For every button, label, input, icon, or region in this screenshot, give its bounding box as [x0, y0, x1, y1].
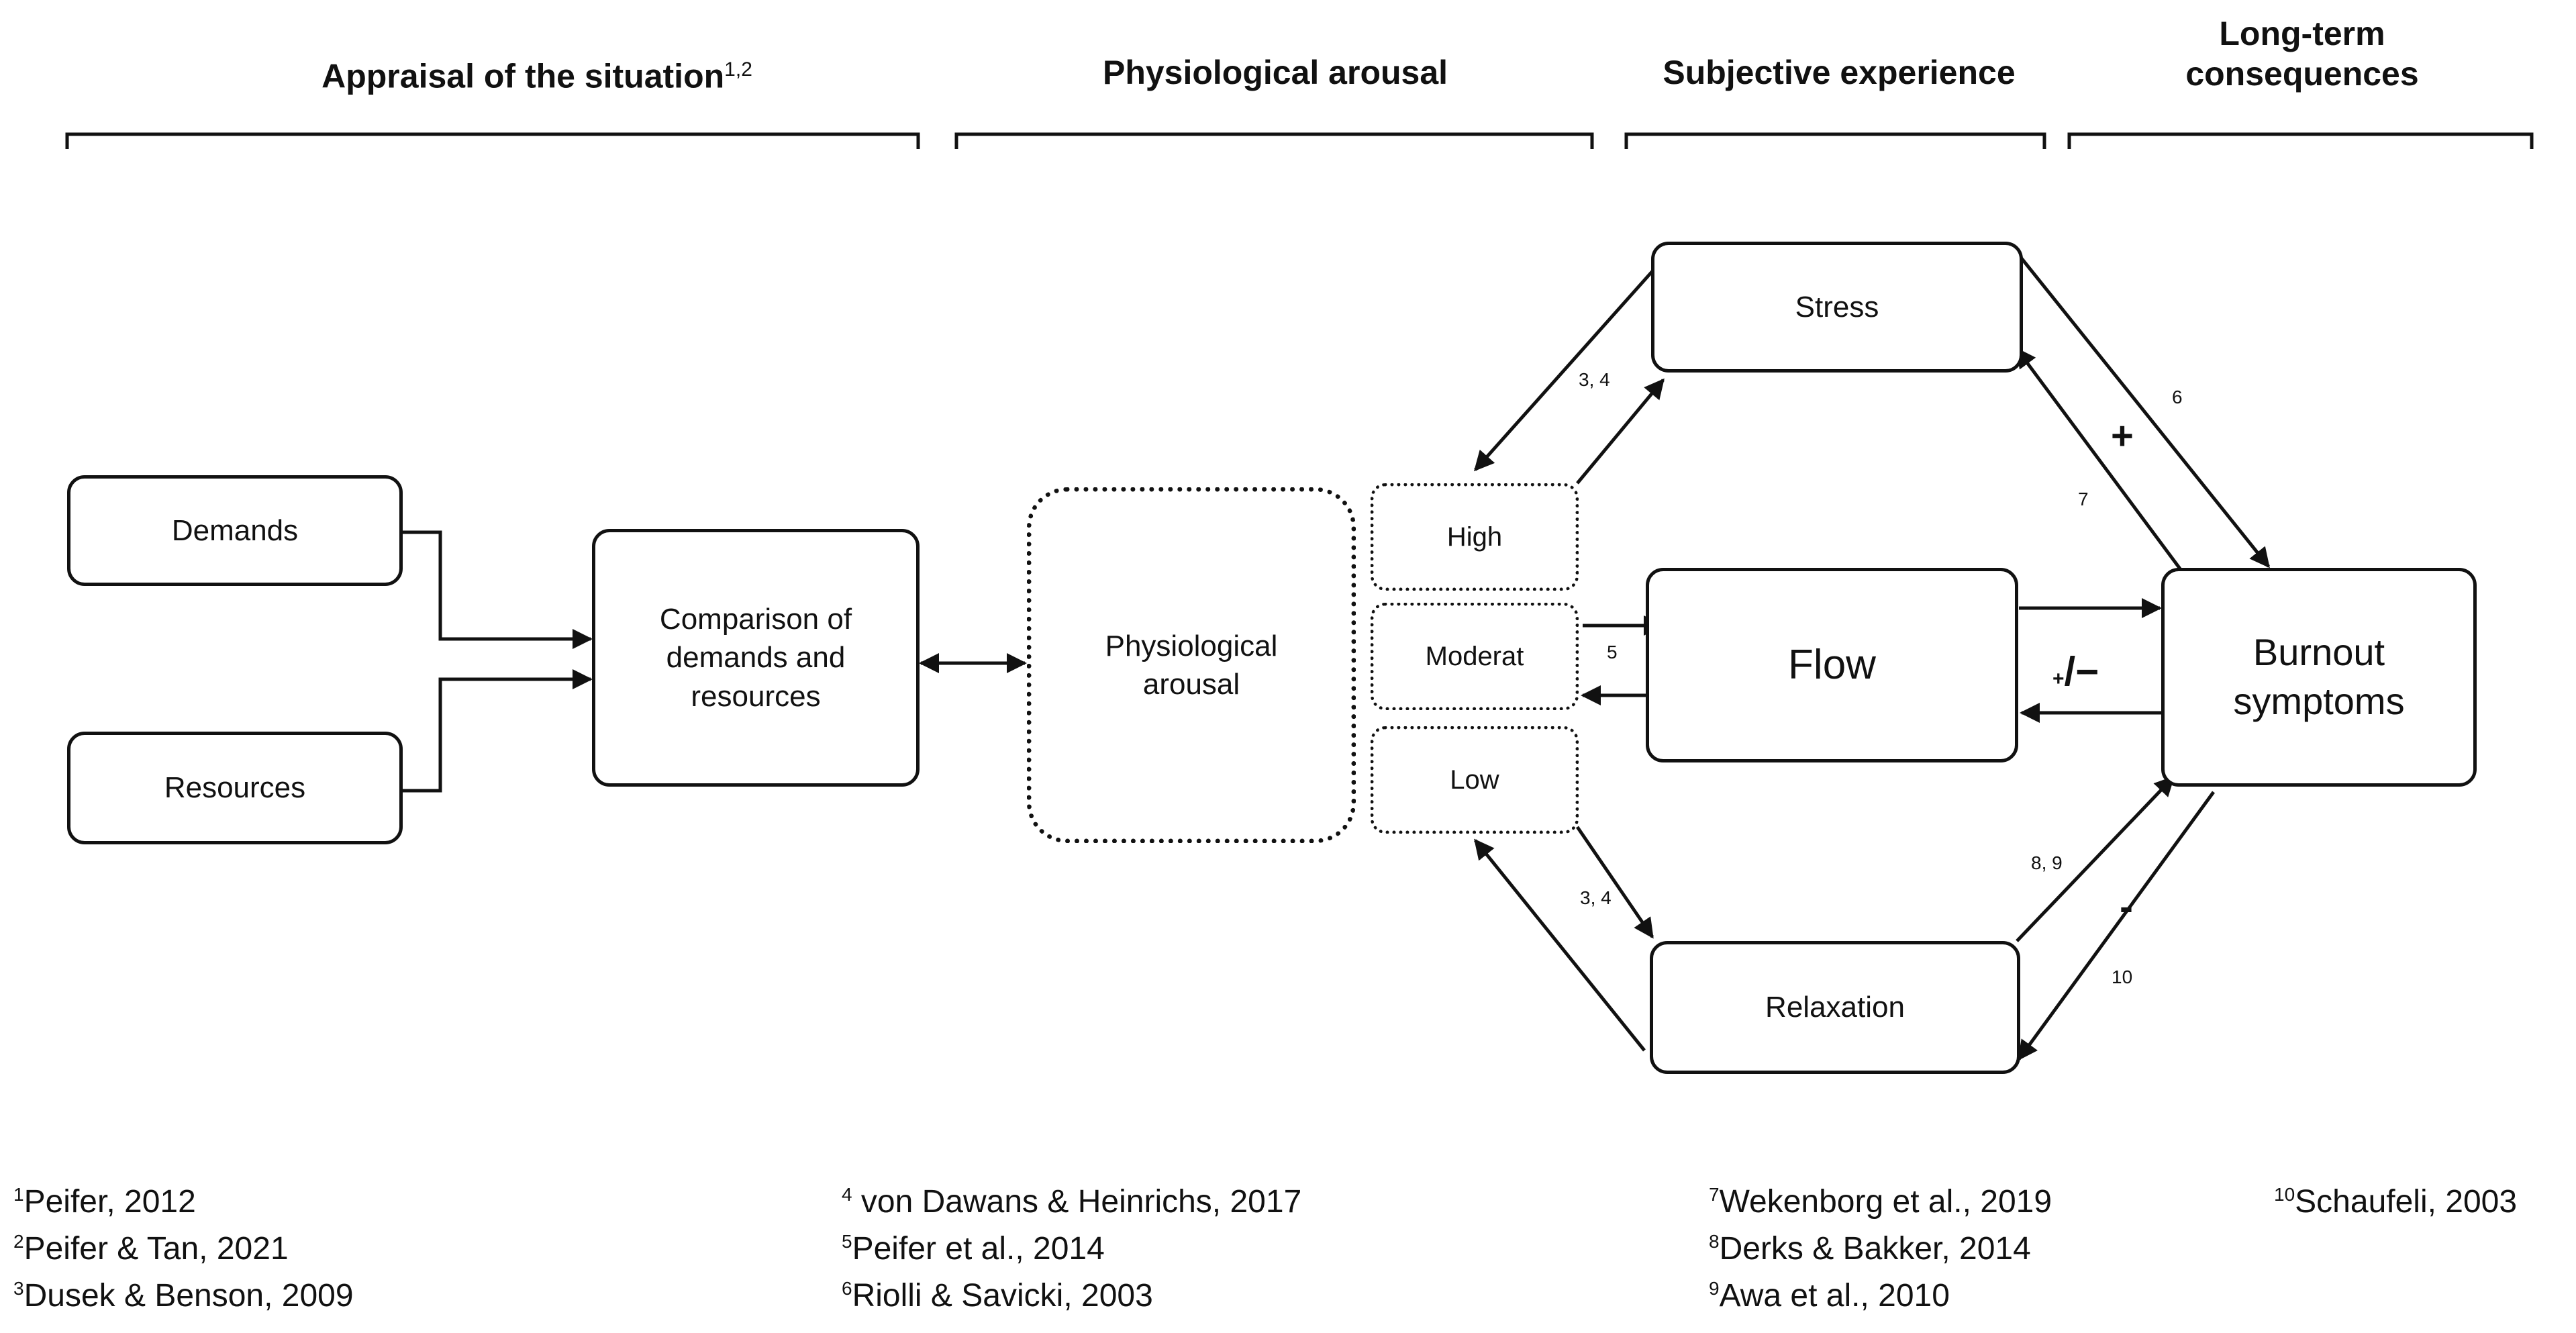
header-physiological: Physiological arousal [1102, 54, 1448, 91]
reference-1: 1Peifer, 2012 [13, 1184, 196, 1220]
reference-2: 2Peifer & Tan, 2021 [13, 1231, 289, 1267]
edge-resources-comparison [400, 669, 593, 793]
label-burnout-relaxation: 10 [2112, 967, 2133, 987]
label-moderate-flow: 5 [1607, 642, 1618, 662]
reference-3: 3Dusek & Benson, 2009 [13, 1278, 354, 1314]
sign-plusminus-flow: +/− [2052, 649, 2099, 694]
box-arousal-moderate: Moderat [1371, 603, 1579, 710]
reference-9: 9Awa et al., 2010 [1709, 1278, 1950, 1314]
sign-plus-stress: + [2111, 414, 2134, 458]
box-relaxation: Relaxation [1650, 941, 2020, 1074]
reference-7: 7Wekenborg et al., 2019 [1709, 1184, 2052, 1220]
label-low-relaxation: 3, 4 [1580, 887, 1612, 908]
label-high-stress: 3, 4 [1579, 369, 1610, 390]
header-longterm: Long-term consequences [2185, 15, 2419, 93]
edge-relaxation-low [1474, 838, 1646, 1052]
sign-minus-relaxation: - [2120, 884, 2133, 929]
edge-high-stress [1576, 378, 1665, 485]
box-demands: Demands [67, 475, 403, 586]
bracket-longterm [2067, 132, 2534, 149]
box-comparison: Comparison of demands and resources [592, 529, 920, 787]
label-burnout-stress: 7 [2078, 489, 2089, 509]
box-burnout: Burnout symptoms [2161, 568, 2477, 787]
reference-4: 4 von Dawans & Heinrichs, 2017 [842, 1184, 1302, 1220]
box-flow: Flow [1646, 568, 2018, 762]
box-stress: Stress [1651, 242, 2023, 373]
label-relaxation-burnout: 8, 9 [2031, 852, 2063, 873]
header-subjective: Subjective experience [1663, 54, 2016, 91]
edge-relaxation-burnout [2016, 775, 2175, 942]
edge-stress-burnout [2020, 257, 2270, 569]
header-appraisal: Appraisal of the situation1,2 [321, 57, 752, 95]
box-resources: Resources [67, 732, 403, 844]
bracket-appraisal [65, 132, 920, 149]
reference-10: 10Schaufeli, 2003 [2274, 1184, 2518, 1220]
box-physiological-arousal: Physiological arousal [1027, 487, 1356, 843]
edge-low-relaxation [1575, 826, 1654, 939]
reference-6: 6Riolli & Savicki, 2003 [842, 1278, 1153, 1314]
edge-burnout-relaxation [2017, 791, 2216, 1061]
reference-8: 8Derks & Bakker, 2014 [1709, 1231, 2031, 1267]
bracket-physiological [954, 132, 1594, 149]
box-arousal-high: High [1371, 483, 1579, 591]
label-stress-burnout: 6 [2172, 387, 2183, 407]
edge-demands-comparison [400, 530, 593, 649]
bracket-subjective [1624, 132, 2046, 149]
edge-stress-high [1474, 264, 1659, 472]
reference-5: 5Peifer et al., 2014 [842, 1231, 1105, 1267]
box-arousal-low: Low [1371, 726, 1579, 834]
edge-burnout-stress [2015, 347, 2183, 572]
